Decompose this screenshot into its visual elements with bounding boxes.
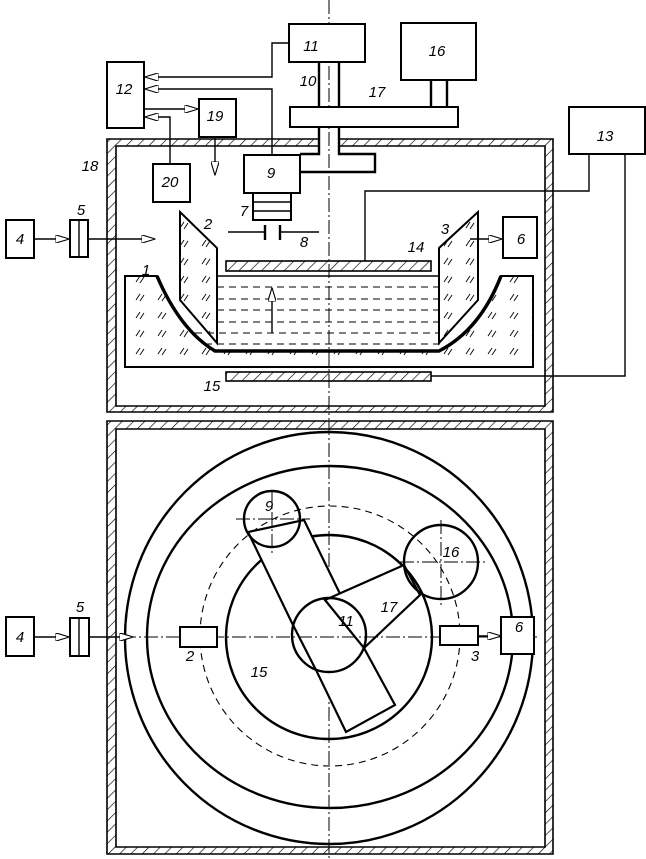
label-5: 5 <box>77 202 86 219</box>
label-16: 16 <box>443 544 460 561</box>
liquid <box>195 287 445 344</box>
label-9: 9 <box>267 165 276 182</box>
label-19: 19 <box>207 108 224 125</box>
label-6: 6 <box>515 619 524 636</box>
label-17: 17 <box>381 599 398 616</box>
label-11: 11 <box>338 613 354 630</box>
label-15: 15 <box>204 378 221 395</box>
label-8: 8 <box>300 234 309 251</box>
electrode-15 <box>226 372 431 381</box>
label-16: 16 <box>429 43 446 60</box>
label-18: 18 <box>82 158 99 175</box>
label-3: 3 <box>471 648 480 665</box>
plan-view: 9 16 17 11 15 2 3 6 5 4 <box>6 421 553 859</box>
label-9: 9 <box>265 498 274 515</box>
electrode-14 <box>226 261 431 271</box>
arm-17 <box>290 107 458 127</box>
shaft-flange <box>300 127 375 172</box>
label-7: 7 <box>240 203 249 220</box>
label-3: 3 <box>441 221 450 238</box>
prism-3-plan <box>440 626 478 645</box>
block-7 <box>253 193 291 220</box>
label-10: 10 <box>300 73 317 90</box>
label-20: 20 <box>161 174 179 191</box>
label-15: 15 <box>251 664 268 681</box>
label-4: 4 <box>16 629 24 646</box>
section-view: 11 16 10 17 12 19 13 18 20 9 7 2 8 3 6 1… <box>6 0 645 420</box>
label-6: 6 <box>517 231 526 248</box>
label-17: 17 <box>369 84 386 101</box>
label-1: 1 <box>142 262 150 279</box>
label-2: 2 <box>185 648 195 665</box>
label-13: 13 <box>597 128 614 145</box>
label-2: 2 <box>203 216 213 233</box>
label-12: 12 <box>116 81 133 98</box>
label-14: 14 <box>408 239 425 256</box>
label-5: 5 <box>76 599 85 616</box>
label-4: 4 <box>16 231 24 248</box>
label-11: 11 <box>303 38 319 55</box>
prism-2-plan <box>180 627 217 647</box>
block-11 <box>289 24 365 62</box>
signal-11-to-12 <box>146 43 289 77</box>
